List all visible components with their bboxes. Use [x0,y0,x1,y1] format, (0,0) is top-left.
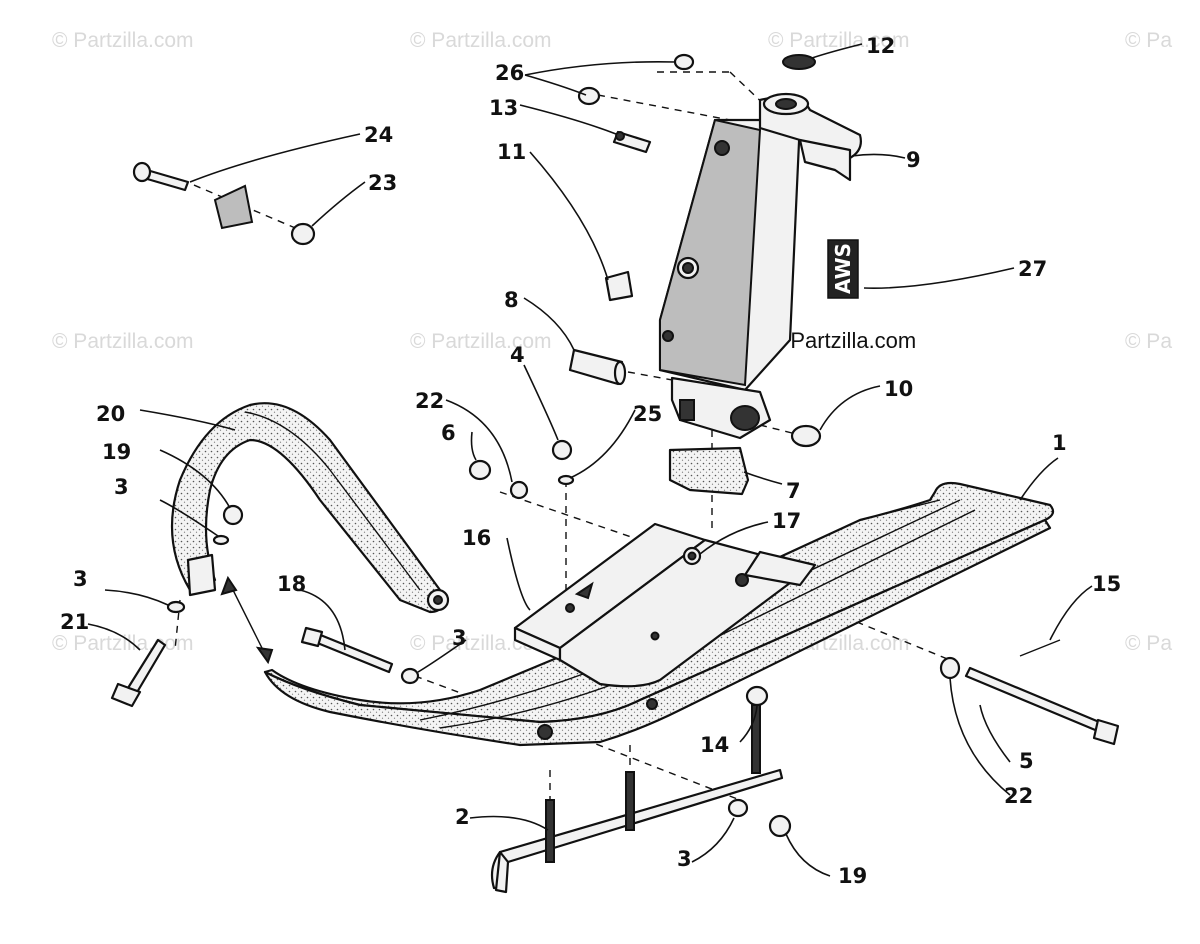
decal-text: AWS [831,243,855,294]
watermark: © Pa [1125,330,1172,353]
callout-10: 10 [884,377,913,401]
callout-27: 27 [1018,257,1047,281]
ski [263,481,1055,747]
watermark: © Pa [1125,29,1172,52]
callout-1: 1 [1052,431,1067,455]
callout-24: 24 [364,123,393,147]
callout-3: 3 [677,847,692,871]
watermark: © Partzilla.com [52,330,194,353]
watermark: © Partzilla.com [52,632,194,655]
callout-8: 8 [504,288,519,312]
callout-13: 13 [489,96,518,120]
callout-22: 22 [1004,784,1033,808]
callout-6: 6 [441,421,456,445]
callout-3: 3 [114,475,129,499]
callout-7: 7 [786,479,801,503]
callout-25: 25 [633,402,662,426]
wear-bar [490,704,784,894]
spindle [658,92,862,440]
callout-17: 17 [772,509,801,533]
callout-26: 26 [495,61,524,85]
callout-12: 12 [866,34,895,58]
callout-3: 3 [73,567,88,591]
watermark-layer: © Partzilla.com © Partzilla.com © Partzi… [52,29,1172,655]
callout-9: 9 [906,148,921,172]
callout-4: 4 [510,343,525,367]
callout-labels: 1 2 3 3 3 3 4 5 6 7 8 9 10 11 12 13 14 1… [60,34,1121,888]
watermark: © Partzilla.com [52,29,194,52]
callout-2: 2 [455,805,470,829]
hardware [110,53,1120,838]
callout-19: 19 [102,440,131,464]
callout-14: 14 [700,733,729,757]
callout-3: 3 [452,626,467,650]
callout-15: 15 [1092,572,1121,596]
callout-11: 11 [497,140,526,164]
callout-19: 19 [838,864,867,888]
watermark: © Pa [1125,632,1172,655]
callout-5: 5 [1019,749,1034,773]
callout-21: 21 [60,610,89,634]
callout-18: 18 [277,572,306,596]
callout-20: 20 [96,402,125,426]
callout-23: 23 [368,171,397,195]
leader-lines [87,43,1093,877]
watermark: © Partzilla.com [410,29,552,52]
decal: AWS [827,239,859,299]
ski-loop [170,402,450,614]
watermark: © Partzilla.com [410,330,552,353]
watermark-center: © Partzilla.com [768,328,916,353]
watermark: © Partzilla.com [768,29,910,52]
callout-16: 16 [462,526,491,550]
callout-22: 22 [415,389,444,413]
